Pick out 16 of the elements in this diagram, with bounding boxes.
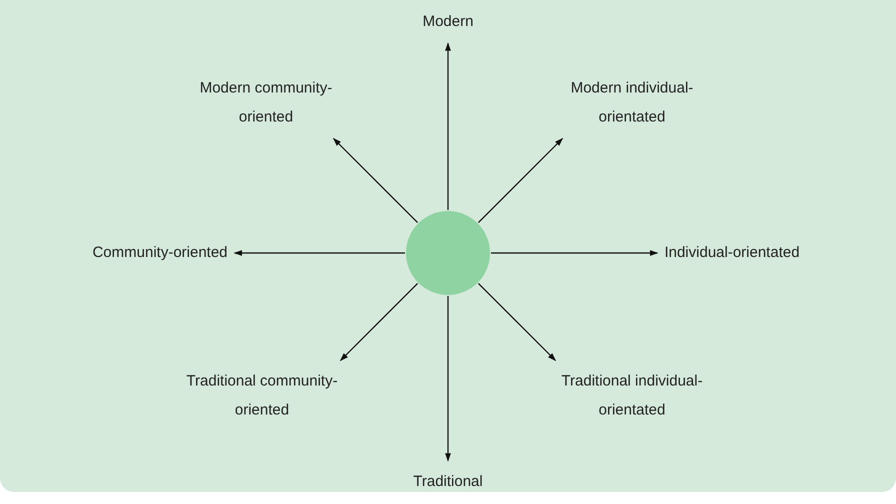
- arrow: [491, 250, 658, 256]
- arrow: [340, 282, 418, 362]
- node-label: Community-oriented: [92, 238, 228, 268]
- node-label: Traditional: [413, 468, 483, 496]
- node-label: Modern individual-orientated: [547, 74, 717, 132]
- arrow: [478, 282, 556, 362]
- node-label: Modern: [422, 8, 474, 36]
- arrow: [445, 296, 451, 462]
- arrow: [478, 138, 564, 224]
- node-label: Individual-orientated: [664, 238, 800, 268]
- arrow: [234, 250, 405, 256]
- node-label: Traditional community-oriented: [182, 368, 342, 424]
- node-label: Modern community-oriented: [186, 74, 346, 132]
- arrow: [445, 42, 451, 210]
- node-label: Traditional individual-orientated: [547, 368, 717, 424]
- arrow: [332, 138, 418, 224]
